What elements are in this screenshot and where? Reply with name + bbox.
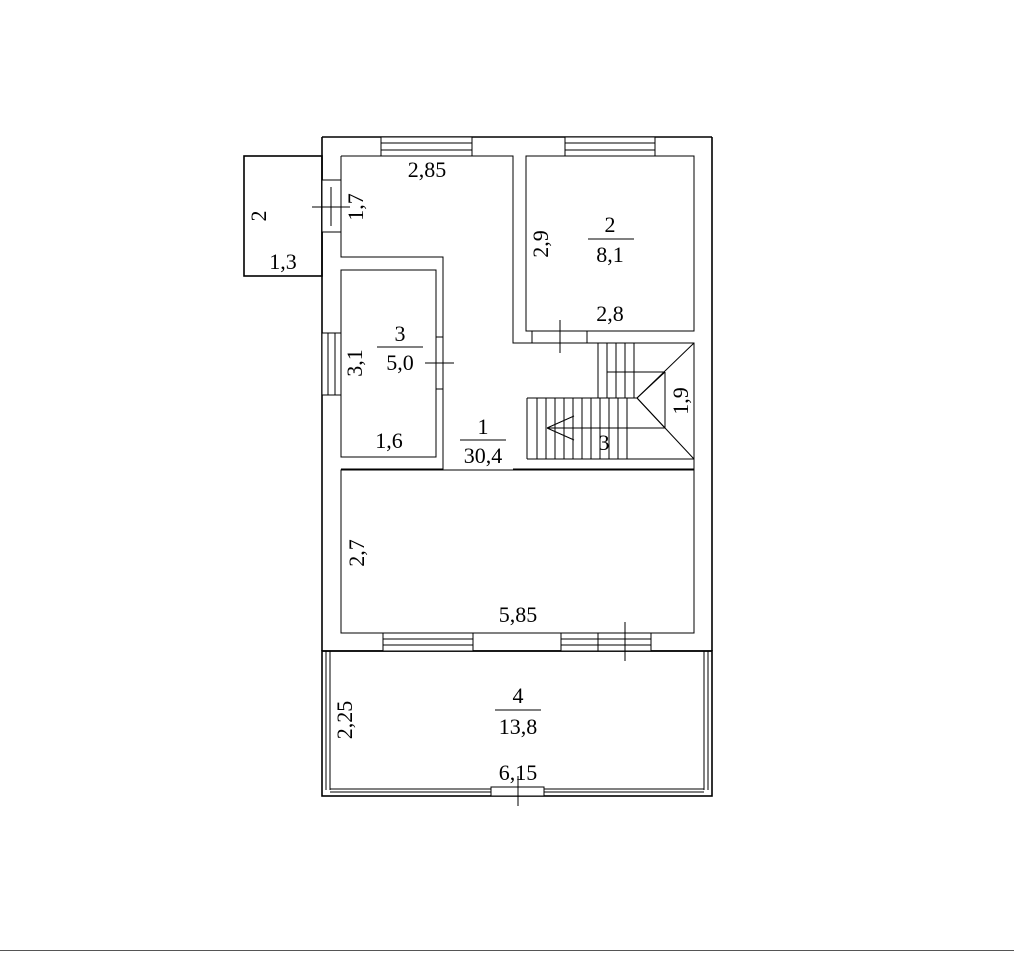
doors <box>312 179 626 806</box>
windows <box>321 136 656 652</box>
dim-terrace-height: 2,25 <box>332 701 357 740</box>
room-3-number: 3 <box>395 321 406 346</box>
room-4-label: 4 13,8 <box>495 683 541 739</box>
door-room-3 <box>425 336 454 390</box>
hall-inner-walls <box>340 155 695 470</box>
dim-porch-height: 2 <box>246 211 271 222</box>
page-bottom-border <box>0 950 1014 951</box>
room-2-number: 2 <box>605 212 616 237</box>
room-1-number: 1 <box>478 414 489 439</box>
door-room-2 <box>531 320 588 353</box>
dim-stair-width: 1,9 <box>668 387 693 415</box>
room-3-area: 5,0 <box>386 350 414 375</box>
window-bottom-right <box>560 632 652 652</box>
staircase <box>526 342 695 460</box>
dim-stair-length: 3 <box>599 430 610 455</box>
window-top-left <box>380 136 473 157</box>
dim-terrace-width: 6,15 <box>499 760 538 785</box>
room-2-label: 2 8,1 <box>588 212 634 267</box>
dim-hall-side-height: 1,7 <box>343 193 368 221</box>
room-2-area: 8,1 <box>596 242 624 267</box>
dim-room2-height: 2,9 <box>528 230 553 258</box>
dim-living-height: 2,7 <box>344 539 369 567</box>
dim-porch-width: 1,3 <box>269 249 297 274</box>
terrace-walls <box>321 650 713 797</box>
room-labels: 1 30,4 2 8,1 3 5,0 4 13,8 <box>377 212 634 739</box>
dim-hall-top-width: 2,85 <box>408 157 447 182</box>
dim-room3-height: 3,1 <box>342 349 367 377</box>
dimension-labels: 2,85 1,7 2 1,3 2,9 2,8 3,1 1,6 1,9 3 2,7… <box>246 157 693 785</box>
door-living <box>597 622 626 661</box>
window-top-right <box>564 136 656 157</box>
window-left-room3 <box>321 332 342 396</box>
room-1-label: 1 30,4 <box>460 414 506 468</box>
dim-room3-width: 1,6 <box>375 428 403 453</box>
room-4-area: 13,8 <box>499 714 538 739</box>
dim-room2-width: 2,8 <box>596 301 624 326</box>
window-bottom-left <box>382 632 474 652</box>
door-terrace <box>490 776 545 806</box>
room-1-area: 30,4 <box>464 443 503 468</box>
room-4-number: 4 <box>513 683 524 708</box>
outer-walls <box>321 136 713 652</box>
dim-living-width: 5,85 <box>499 602 538 627</box>
living-room-walls <box>340 469 695 634</box>
stair-direction-arrow <box>546 415 665 441</box>
stair-winder <box>607 342 695 460</box>
room-3-label: 3 5,0 <box>377 321 423 375</box>
door-porch <box>312 179 350 233</box>
stair-treads-upper <box>597 343 635 398</box>
